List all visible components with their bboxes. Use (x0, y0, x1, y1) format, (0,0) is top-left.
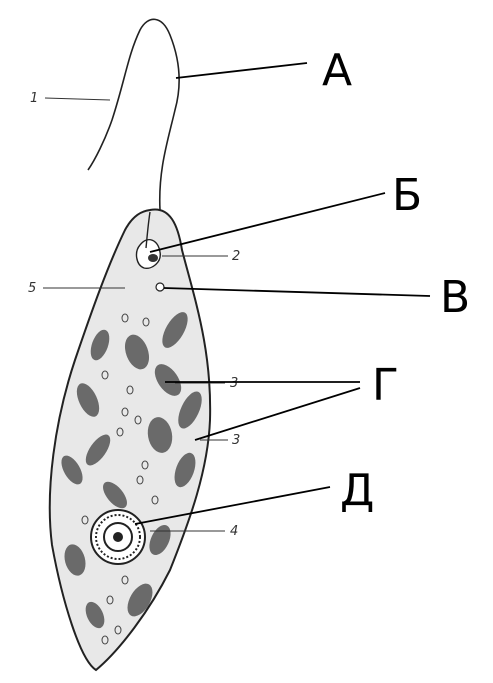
small-label-3a: 3 (230, 376, 238, 391)
label-g: Г (372, 360, 399, 411)
small-label-4: 4 (230, 524, 238, 539)
label-b: Б (392, 170, 422, 221)
small-label-2: 2 (232, 249, 240, 264)
small-label-1: 1 (30, 91, 38, 106)
euglena-body (50, 209, 210, 670)
small-label-5: 5 (28, 281, 36, 296)
small-label-3b: 3 (232, 433, 240, 448)
label-v: В (440, 272, 470, 323)
flagellum (88, 19, 179, 210)
label-a: А (322, 45, 352, 96)
label-d: Д (340, 465, 374, 516)
nucleus (91, 510, 145, 564)
